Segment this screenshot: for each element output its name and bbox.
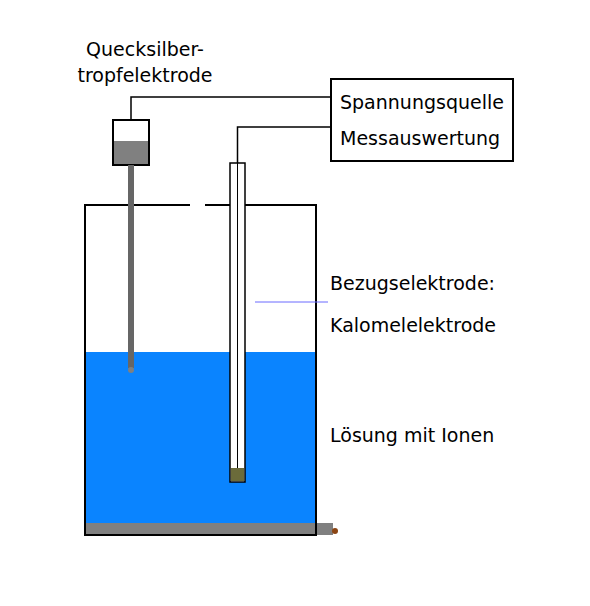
solution-label: Lösung mit Ionen <box>330 414 560 456</box>
electrode-label: Quecksilber- tropfelektrode <box>60 36 230 88</box>
mercury <box>114 141 148 164</box>
calomel-paste <box>231 468 244 481</box>
vessel <box>85 205 316 535</box>
calomel-tube <box>230 163 245 482</box>
box-text: Messauswertung <box>340 120 504 156</box>
inner-wire <box>237 163 238 470</box>
wire <box>131 97 330 120</box>
box-text: Spannungsquelle <box>340 84 504 120</box>
solution <box>86 352 315 524</box>
process-box: SpannungsquelleMessauswertung <box>330 78 514 162</box>
bottom-electrode <box>85 523 333 535</box>
mercury-reservoir <box>113 120 149 165</box>
capillary <box>128 165 134 368</box>
mercury-drop <box>128 367 134 373</box>
electrode-label: Bezugselektrode: Kalomelelektrode <box>330 262 560 346</box>
wire <box>238 127 331 163</box>
leader-line <box>255 302 328 303</box>
terminal <box>332 528 338 534</box>
